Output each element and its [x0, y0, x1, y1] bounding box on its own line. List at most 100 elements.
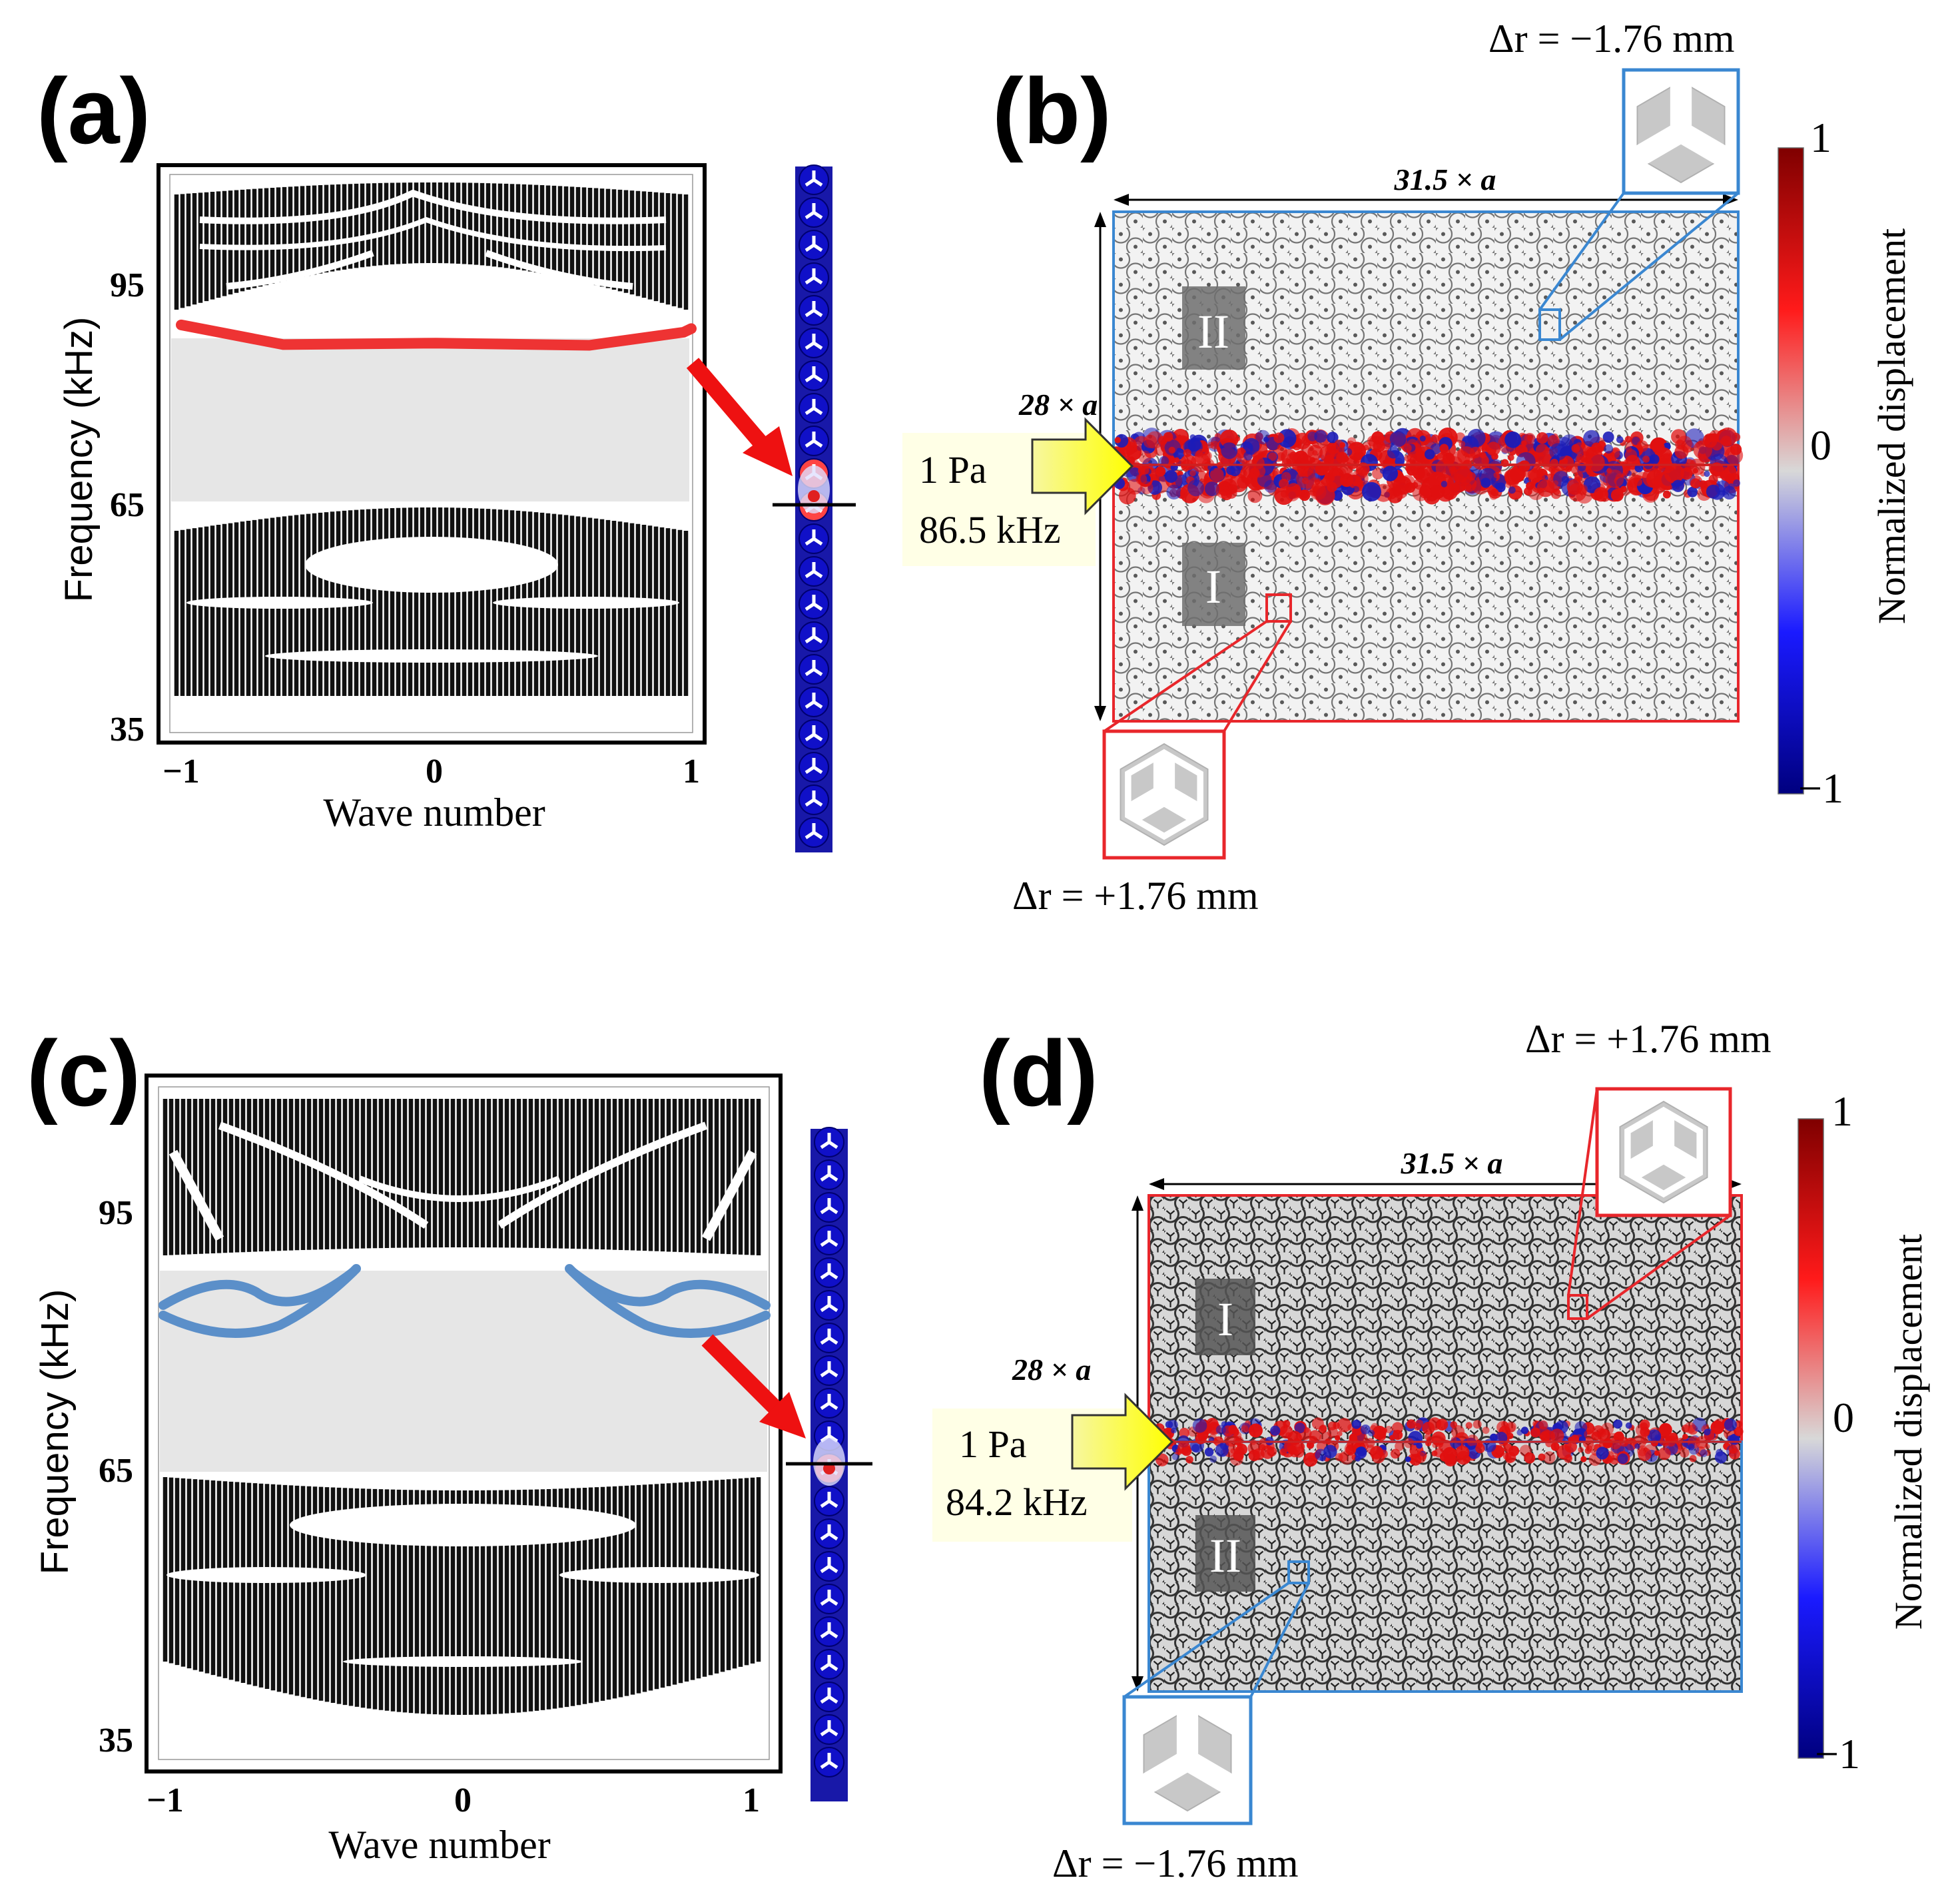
region-box-b-bottom — [1182, 543, 1245, 626]
field-spot — [1735, 1420, 1743, 1428]
field-spot — [1207, 442, 1214, 449]
band-gap-pocket — [199, 189, 667, 224]
field-spot — [1287, 1430, 1302, 1445]
field-spot — [1314, 430, 1327, 443]
strip-cell-void — [820, 1394, 838, 1411]
field-spot — [1376, 1428, 1383, 1435]
field-spot — [1204, 1447, 1214, 1457]
field-spot — [1140, 466, 1149, 475]
field-spot — [1642, 456, 1650, 463]
field-spot — [1654, 1434, 1661, 1440]
field-spot — [1596, 1428, 1606, 1438]
field-spot — [1432, 1442, 1439, 1448]
field-spot — [1390, 1448, 1401, 1459]
field-spot — [1710, 1421, 1725, 1434]
field-spot — [1467, 428, 1486, 448]
region-box-d-bottom — [1195, 1515, 1255, 1592]
field-spot — [1584, 1429, 1594, 1440]
field-spot — [1327, 481, 1337, 493]
field-spot — [1573, 442, 1586, 456]
ytick-a-65: 65 — [110, 486, 145, 524]
field-spot — [1505, 1421, 1516, 1432]
field-spot — [1658, 1447, 1671, 1460]
strip-cell-void — [820, 1688, 838, 1704]
field-spot — [1726, 474, 1735, 483]
strip-cell-void — [805, 529, 823, 546]
strip-cell-void — [805, 334, 823, 350]
field-spot — [1307, 444, 1323, 460]
inset-b-bottom-leader-2 — [1223, 620, 1292, 733]
field-spot — [1385, 1426, 1393, 1434]
strip-cell-void — [805, 236, 823, 252]
ylabel-a: Frequency (kHz) — [57, 317, 101, 603]
field-spot — [1490, 488, 1499, 497]
field-spot — [1335, 1435, 1341, 1441]
colorbar-b-max: 1 — [1810, 114, 1831, 161]
panel-d: (d) I II 31.5 × a 28 × a 1 Pa 84.2 kHz — [932, 1017, 1930, 1885]
field-spot — [1143, 434, 1157, 448]
field-spot — [1412, 484, 1429, 501]
strip-cell-void — [820, 1590, 838, 1606]
band-gap-pocket — [497, 1121, 708, 1229]
xtick-c-0: 0 — [454, 1781, 472, 1819]
field-spot — [1613, 1419, 1623, 1429]
field-spot — [1353, 446, 1361, 454]
field-spot — [1652, 442, 1664, 453]
field-spot — [1395, 1441, 1405, 1451]
field-spot — [1337, 452, 1348, 463]
region-label-d-top: I — [1217, 1293, 1233, 1346]
field-spot — [1215, 481, 1233, 499]
inset-b-top-marker — [1538, 308, 1561, 341]
field-spot — [1367, 1429, 1375, 1436]
strip-hotspot — [813, 1438, 845, 1486]
source-frequency-b: 86.5 kHz — [919, 508, 1061, 551]
field-spot — [1353, 485, 1359, 493]
field-spot — [1671, 429, 1686, 444]
field-spot — [1586, 453, 1605, 472]
inset-d-bottom-marker — [1287, 1560, 1310, 1584]
field-spot — [1536, 479, 1554, 497]
field-spot — [1490, 1433, 1498, 1442]
field-spot — [1171, 1453, 1179, 1460]
field-spot — [1596, 1446, 1609, 1460]
field-spot — [1303, 1427, 1309, 1433]
strip-cell-void — [805, 399, 823, 416]
field-spot — [1235, 448, 1247, 459]
strip-cell-void — [805, 660, 823, 677]
strip-cell-void — [820, 1492, 838, 1508]
field-spot — [1486, 442, 1500, 456]
band-gap-pocket — [305, 537, 558, 593]
strip-cell-void — [805, 366, 823, 383]
field-spot — [1415, 1452, 1427, 1463]
field-spot — [1268, 452, 1277, 461]
field-spot — [1318, 1425, 1327, 1434]
field-spot — [1209, 468, 1224, 482]
pointer-arrow-c-head — [759, 1392, 806, 1438]
band-gap-pocket — [166, 1567, 366, 1583]
field-spot — [1285, 483, 1302, 499]
field-spot — [1550, 1442, 1560, 1451]
field-spot — [1419, 436, 1426, 442]
field-spot — [1279, 1430, 1285, 1436]
field-spot — [1235, 436, 1241, 442]
field-spot — [1634, 1443, 1640, 1449]
panel-a-label: (a) — [37, 59, 151, 163]
strip-cell-void — [805, 758, 823, 775]
field-spot — [1315, 1448, 1327, 1461]
field-spot — [1168, 446, 1175, 454]
strip-cell-void — [820, 1720, 838, 1737]
band-gap-pocket — [199, 216, 667, 252]
field-spot — [1574, 471, 1584, 480]
field-spot — [1183, 449, 1191, 458]
band-gap-pocket — [701, 1149, 757, 1241]
field-spot — [1209, 1455, 1217, 1463]
inset-d-bottom-leader-1 — [1123, 1582, 1290, 1698]
field-spot — [1469, 446, 1482, 459]
field-spot — [1451, 1436, 1457, 1442]
colorbar-d-max: 1 — [1831, 1088, 1853, 1135]
panel-a: (a) 95 65 35 Frequency (kHz) −1 0 1 Wave… — [37, 59, 856, 852]
strip-cell-void — [820, 1361, 838, 1378]
field-spot — [1319, 446, 1335, 462]
field-spot — [1727, 1435, 1735, 1442]
field-spot — [1465, 1422, 1472, 1429]
